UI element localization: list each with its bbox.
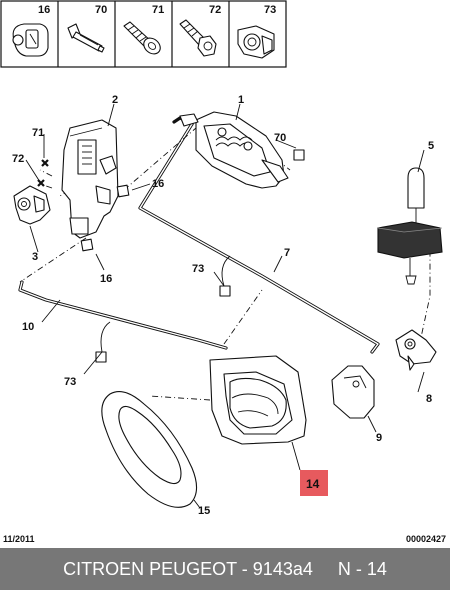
door-lock-mechanism [61, 119, 119, 239]
clip-marker-squares [80, 149, 305, 363]
clip-icon [12, 23, 49, 57]
screw-icon [123, 21, 161, 55]
callout-5: 5 [428, 140, 434, 152]
header-part-number: 73 [264, 4, 276, 16]
callout-72: 72 [12, 153, 24, 165]
callout-14: 14 [306, 477, 320, 491]
callout-73: 73 [64, 376, 76, 388]
rivet-icon [67, 23, 105, 53]
callout-3: 3 [32, 251, 38, 263]
highlighted-callout-14: 14 [300, 470, 328, 496]
callout-70: 70 [274, 132, 286, 144]
grommet-clip-icon [237, 25, 275, 59]
diagram-footer: 11/2011 00002427 [3, 534, 446, 544]
lock-block [377, 221, 443, 285]
screw-marker-icon [37, 159, 49, 187]
callout-labels: 2 1 70 5 71 72 16 3 7 73 16 10 73 8 9 15 [12, 94, 434, 517]
callout-10: 10 [22, 321, 34, 333]
screw-icon [179, 19, 217, 57]
catalog-caption-text: CITROEN PEUGEOT - 9143a4 N - 14 [63, 558, 387, 579]
catalog-caption-bar: CITROEN PEUGEOT - 9143a4 N - 14 [0, 548, 450, 590]
callout-8: 8 [426, 393, 432, 405]
lock-button-knob [407, 167, 425, 224]
escutcheon-cover [331, 365, 375, 419]
footer-date: 11/2011 [3, 534, 35, 544]
footer-code: 00002427 [406, 534, 446, 544]
highlight-box [300, 470, 328, 496]
connecting-rod-10 [18, 280, 228, 350]
header-part-number: 72 [209, 4, 221, 16]
callout-71: 71 [32, 127, 44, 139]
callout-9: 9 [376, 432, 382, 444]
header-part-number: 70 [95, 4, 107, 16]
callout-73: 73 [192, 263, 204, 275]
door-handle-bezel [209, 355, 307, 445]
header-parts-strip: 16 70 71 72 73 [0, 0, 287, 68]
leader-lines [25, 103, 425, 509]
mounting-bracket [13, 185, 51, 225]
header-part-number: 71 [152, 4, 164, 16]
callout-2: 2 [112, 94, 118, 106]
callout-15: 15 [198, 505, 210, 517]
inner-handle-mechanism [179, 111, 289, 189]
callout-16: 16 [152, 178, 164, 190]
header-part-number: 16 [38, 4, 50, 16]
callout-7: 7 [284, 247, 290, 259]
handle-surround-trim [101, 391, 198, 508]
callout-16: 16 [100, 273, 112, 285]
lever-bracket [395, 329, 437, 371]
callout-1: 1 [238, 94, 244, 106]
